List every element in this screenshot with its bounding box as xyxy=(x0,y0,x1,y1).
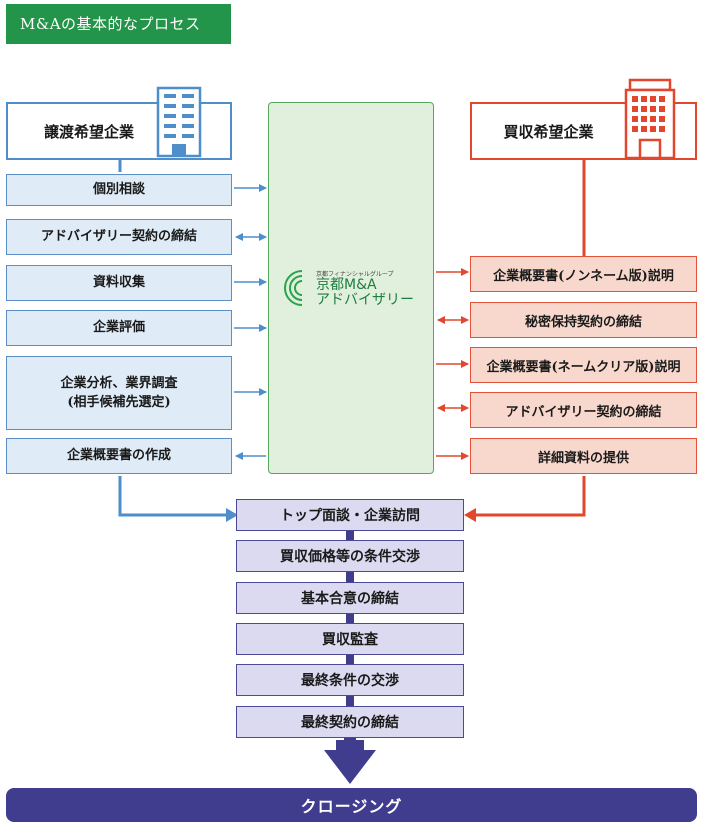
buyer-step-detailed-docs: 詳細資料の提供 xyxy=(470,438,697,474)
logo-subtitle: 京都フィナンシャルグループ xyxy=(316,270,394,278)
closing-banner: クロージング xyxy=(6,788,697,822)
seller-step-advisory-contract: アドバイザリー契約の締結 xyxy=(6,219,232,255)
left-merge-line xyxy=(118,476,228,517)
right-merge-line xyxy=(474,476,586,517)
seller-step-valuation: 企業評価 xyxy=(6,310,232,346)
seller-step-analysis: 企業分析、業界調査 (相手候補先選定) xyxy=(6,356,232,430)
advisory-logo: 京都フィナンシャルグループ 京都M&A アドバイザリー xyxy=(282,264,432,312)
office-building-icon xyxy=(156,86,202,158)
seller-step-consultation: 個別相談 xyxy=(6,174,232,206)
seller-step-overview-doc: 企業概要書の作成 xyxy=(6,438,232,474)
shared-step-top-meeting: トップ面談・企業訪問 xyxy=(236,499,464,531)
buyer-step-nameclear-overview: 企業概要書(ネームクリア版)説明 xyxy=(470,347,697,383)
page-title: M&Aの基本的なプロセス xyxy=(6,4,231,44)
buyer-step-nda: 秘密保持契約の締結 xyxy=(470,302,697,338)
logo-line1: 京都M&A xyxy=(316,276,377,293)
closing-label: クロージング xyxy=(300,797,403,816)
seller-step-data-collection: 資料収集 xyxy=(6,265,232,301)
buyer-step-advisory-contract: アドバイザリー契約の締結 xyxy=(470,392,697,428)
shared-step-basic-agreement: 基本合意の締結 xyxy=(236,582,464,614)
seller-header-label: 譲渡希望企業 xyxy=(43,122,134,141)
logo-circles-icon xyxy=(284,268,322,308)
logo-line2: アドバイザリー xyxy=(316,291,414,308)
company-building-icon xyxy=(624,78,676,160)
shared-step-price-negotiation: 買収価格等の条件交渉 xyxy=(236,540,464,572)
buyer-step-nonname-overview: 企業概要書(ノンネーム版)説明 xyxy=(470,256,697,292)
shared-step-final-contract: 最終契約の締結 xyxy=(236,706,464,738)
buyer-header-label: 買収希望企業 xyxy=(503,122,594,141)
shared-step-due-diligence: 買収監査 xyxy=(236,623,464,655)
shared-step-final-negotiation: 最終条件の交渉 xyxy=(236,664,464,696)
down-arrow xyxy=(324,740,376,784)
